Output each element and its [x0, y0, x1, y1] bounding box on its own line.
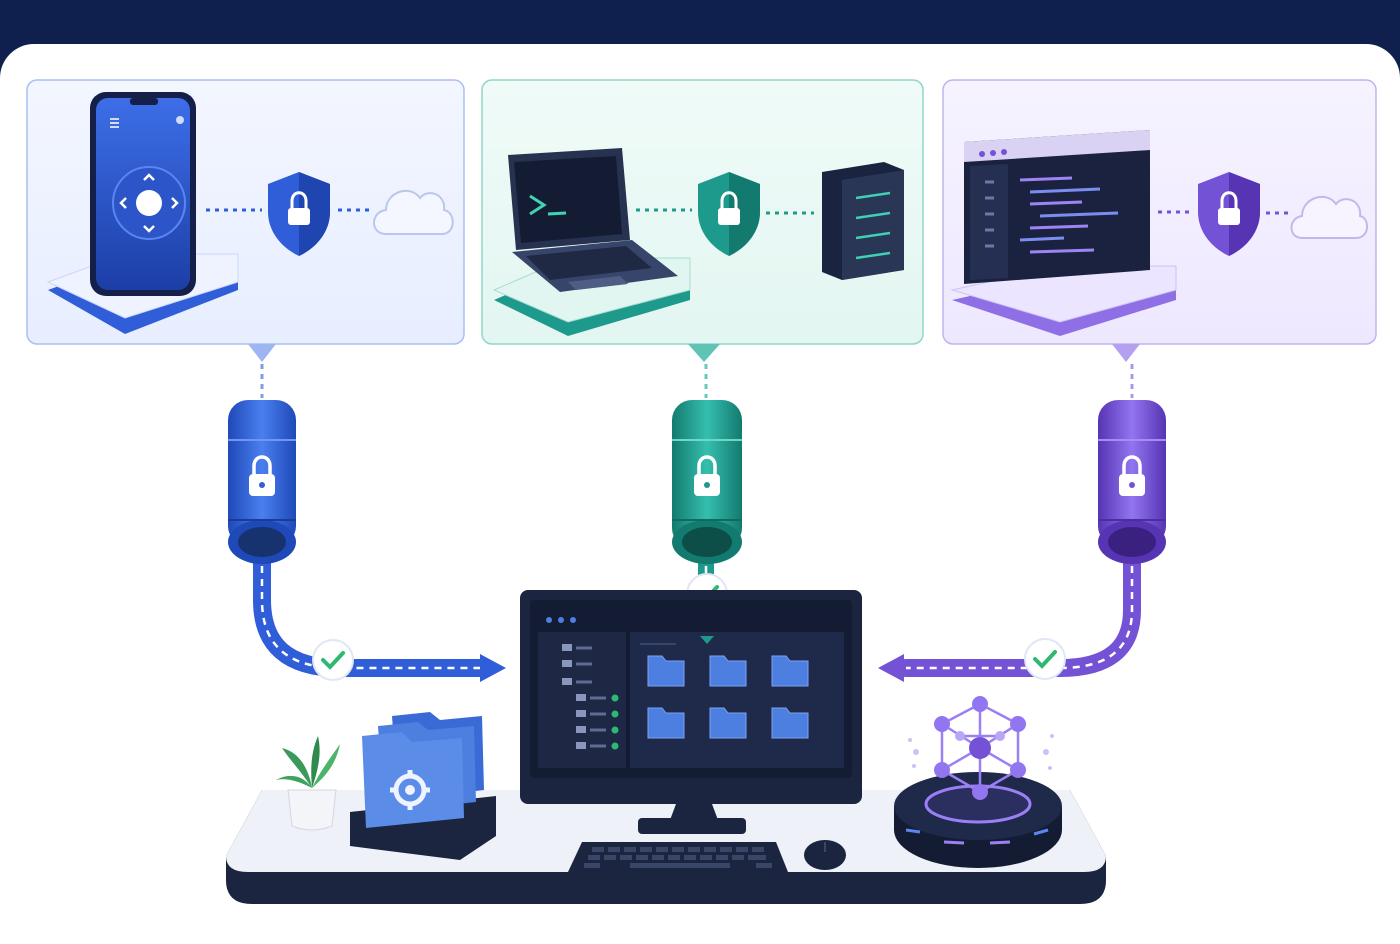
plant-icon: [276, 736, 340, 831]
status-dot: [611, 742, 619, 750]
tree-folder-icon: [576, 726, 586, 733]
panel-terminal: [481, 79, 924, 362]
panel-mobile: [26, 79, 465, 362]
server-icon: [822, 162, 904, 280]
tunnel-blue: [228, 364, 506, 682]
folder-icon: [709, 655, 747, 687]
cloud-icon: [373, 189, 454, 235]
check-icon: [312, 639, 354, 681]
shield-lock-icon: [268, 172, 330, 256]
monitor-icon: [520, 590, 862, 804]
folder-stack-gear-icon: [350, 712, 496, 860]
padlock-icon: [694, 455, 720, 496]
check-icon: [1024, 638, 1066, 680]
tree-folder-icon: [576, 742, 586, 749]
code-editor-window-icon: [964, 130, 1150, 284]
network-hub-icon: [894, 696, 1062, 868]
tree-folder-icon: [576, 694, 586, 701]
smartphone-icon: [90, 92, 196, 296]
tree-folder-icon: [562, 660, 572, 667]
folder-icon: [709, 707, 747, 739]
padlock-icon: [1119, 455, 1145, 496]
folder-icon: [647, 655, 685, 687]
tree-folder-icon: [576, 710, 586, 717]
status-dot: [611, 710, 619, 718]
status-dot: [611, 726, 619, 734]
tunnel-purple: [878, 364, 1166, 682]
folder-icon: [771, 707, 809, 739]
padlock-icon: [249, 455, 275, 496]
laptop-terminal-icon: [508, 148, 678, 292]
cloud-icon: [1290, 195, 1368, 239]
folder-icon: [771, 655, 809, 687]
shield-lock-icon: [698, 172, 760, 256]
panel-editor: [942, 79, 1377, 362]
mouse-icon: [804, 840, 846, 870]
shield-lock-icon: [1198, 172, 1260, 256]
tree-folder-icon: [562, 678, 572, 685]
tree-folder-icon: [562, 644, 572, 651]
monitor-stand: [638, 804, 746, 834]
keyboard-icon: [568, 842, 788, 872]
file-manager-icon: [562, 644, 809, 750]
folder-icon: [647, 707, 685, 739]
status-dot: [611, 694, 619, 702]
